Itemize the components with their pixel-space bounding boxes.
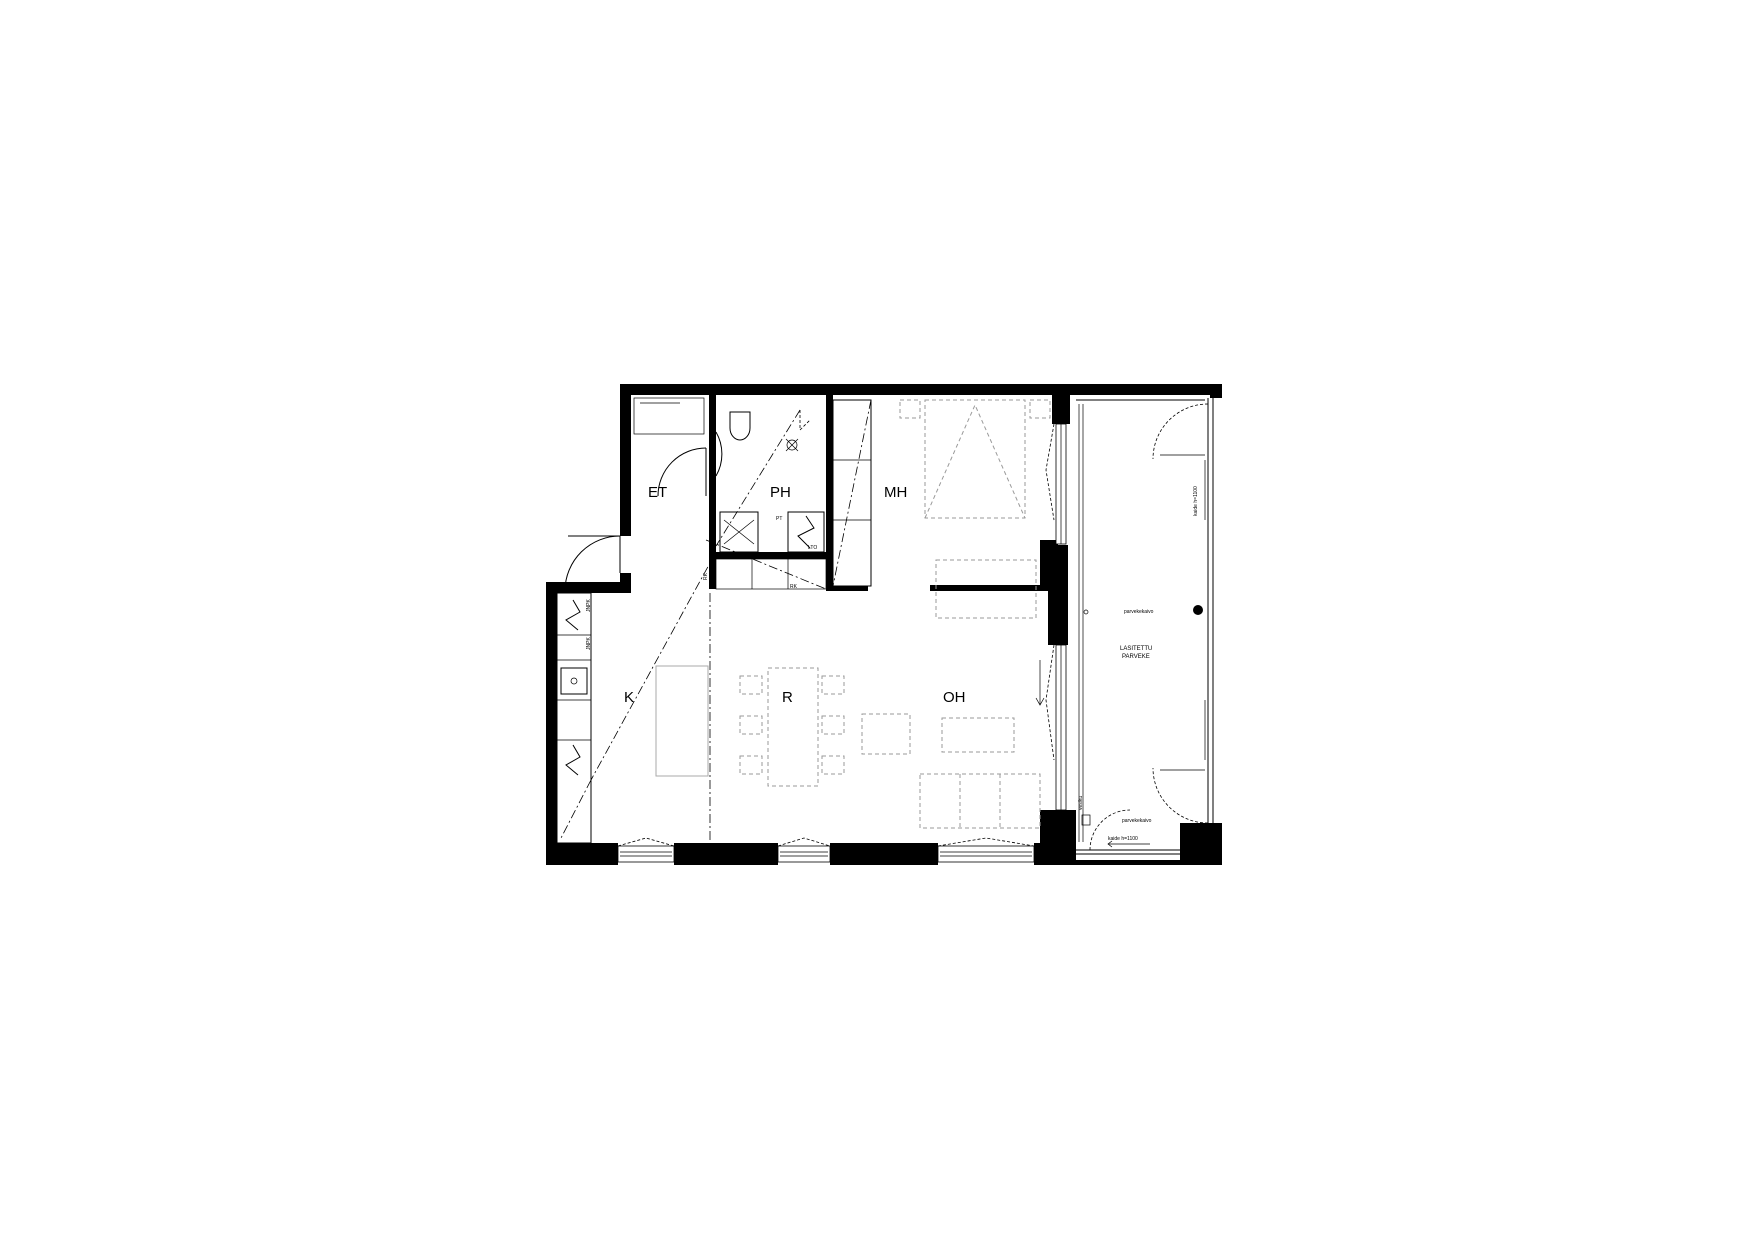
fixture-label-rk-right: RK <box>790 584 798 590</box>
room-label-oh: OH <box>943 689 966 706</box>
fixture-label-rk-left: RK <box>703 572 709 580</box>
drain-label: parvekekaivo <box>1124 609 1154 615</box>
living-dining <box>559 539 1045 843</box>
drain-icon <box>1193 605 1203 615</box>
room-labels: ET PH MH K R OH <box>624 484 966 706</box>
room-label-r: R <box>782 689 793 706</box>
fixture-label-jpk-top: JNPK <box>586 599 592 612</box>
fixture-labels: JNPK JNPK PT LTO RK RK <box>586 516 817 650</box>
entry-closet <box>633 397 705 435</box>
room-label-mh: MH <box>884 484 907 501</box>
balcony <box>1081 460 1206 826</box>
balcony-label-line2: PARVEKE <box>1122 654 1150 660</box>
doors <box>564 403 1209 851</box>
windows <box>617 398 1214 863</box>
room-label-k: K <box>624 689 634 706</box>
bathroom <box>715 409 825 553</box>
balcony-label-line1: LASITETTU <box>1120 646 1152 652</box>
drain-label-bottom: parvekekaivo <box>1122 818 1152 824</box>
vesikaivo-label: vesiku <box>1078 796 1084 810</box>
exterior-walls <box>546 384 1222 865</box>
fixture-label-pt: PT <box>776 516 782 522</box>
balcony-labels: LASITETTU PARVEKE parvekekaivo parvekeka… <box>1078 486 1199 848</box>
room-label-et: ET <box>648 484 667 501</box>
railing-label-side: kaide h=1100 <box>1193 486 1199 516</box>
kitchen <box>556 592 709 844</box>
fixture-label-jpk-mid: JNPK <box>586 637 592 650</box>
room-label-ph: PH <box>770 484 791 501</box>
railing-label-bottom: kaide h=1100 <box>1108 836 1138 842</box>
technical-cabinets <box>715 558 827 590</box>
bedroom <box>832 399 1051 619</box>
fixture-label-lto: LTO <box>808 545 817 551</box>
